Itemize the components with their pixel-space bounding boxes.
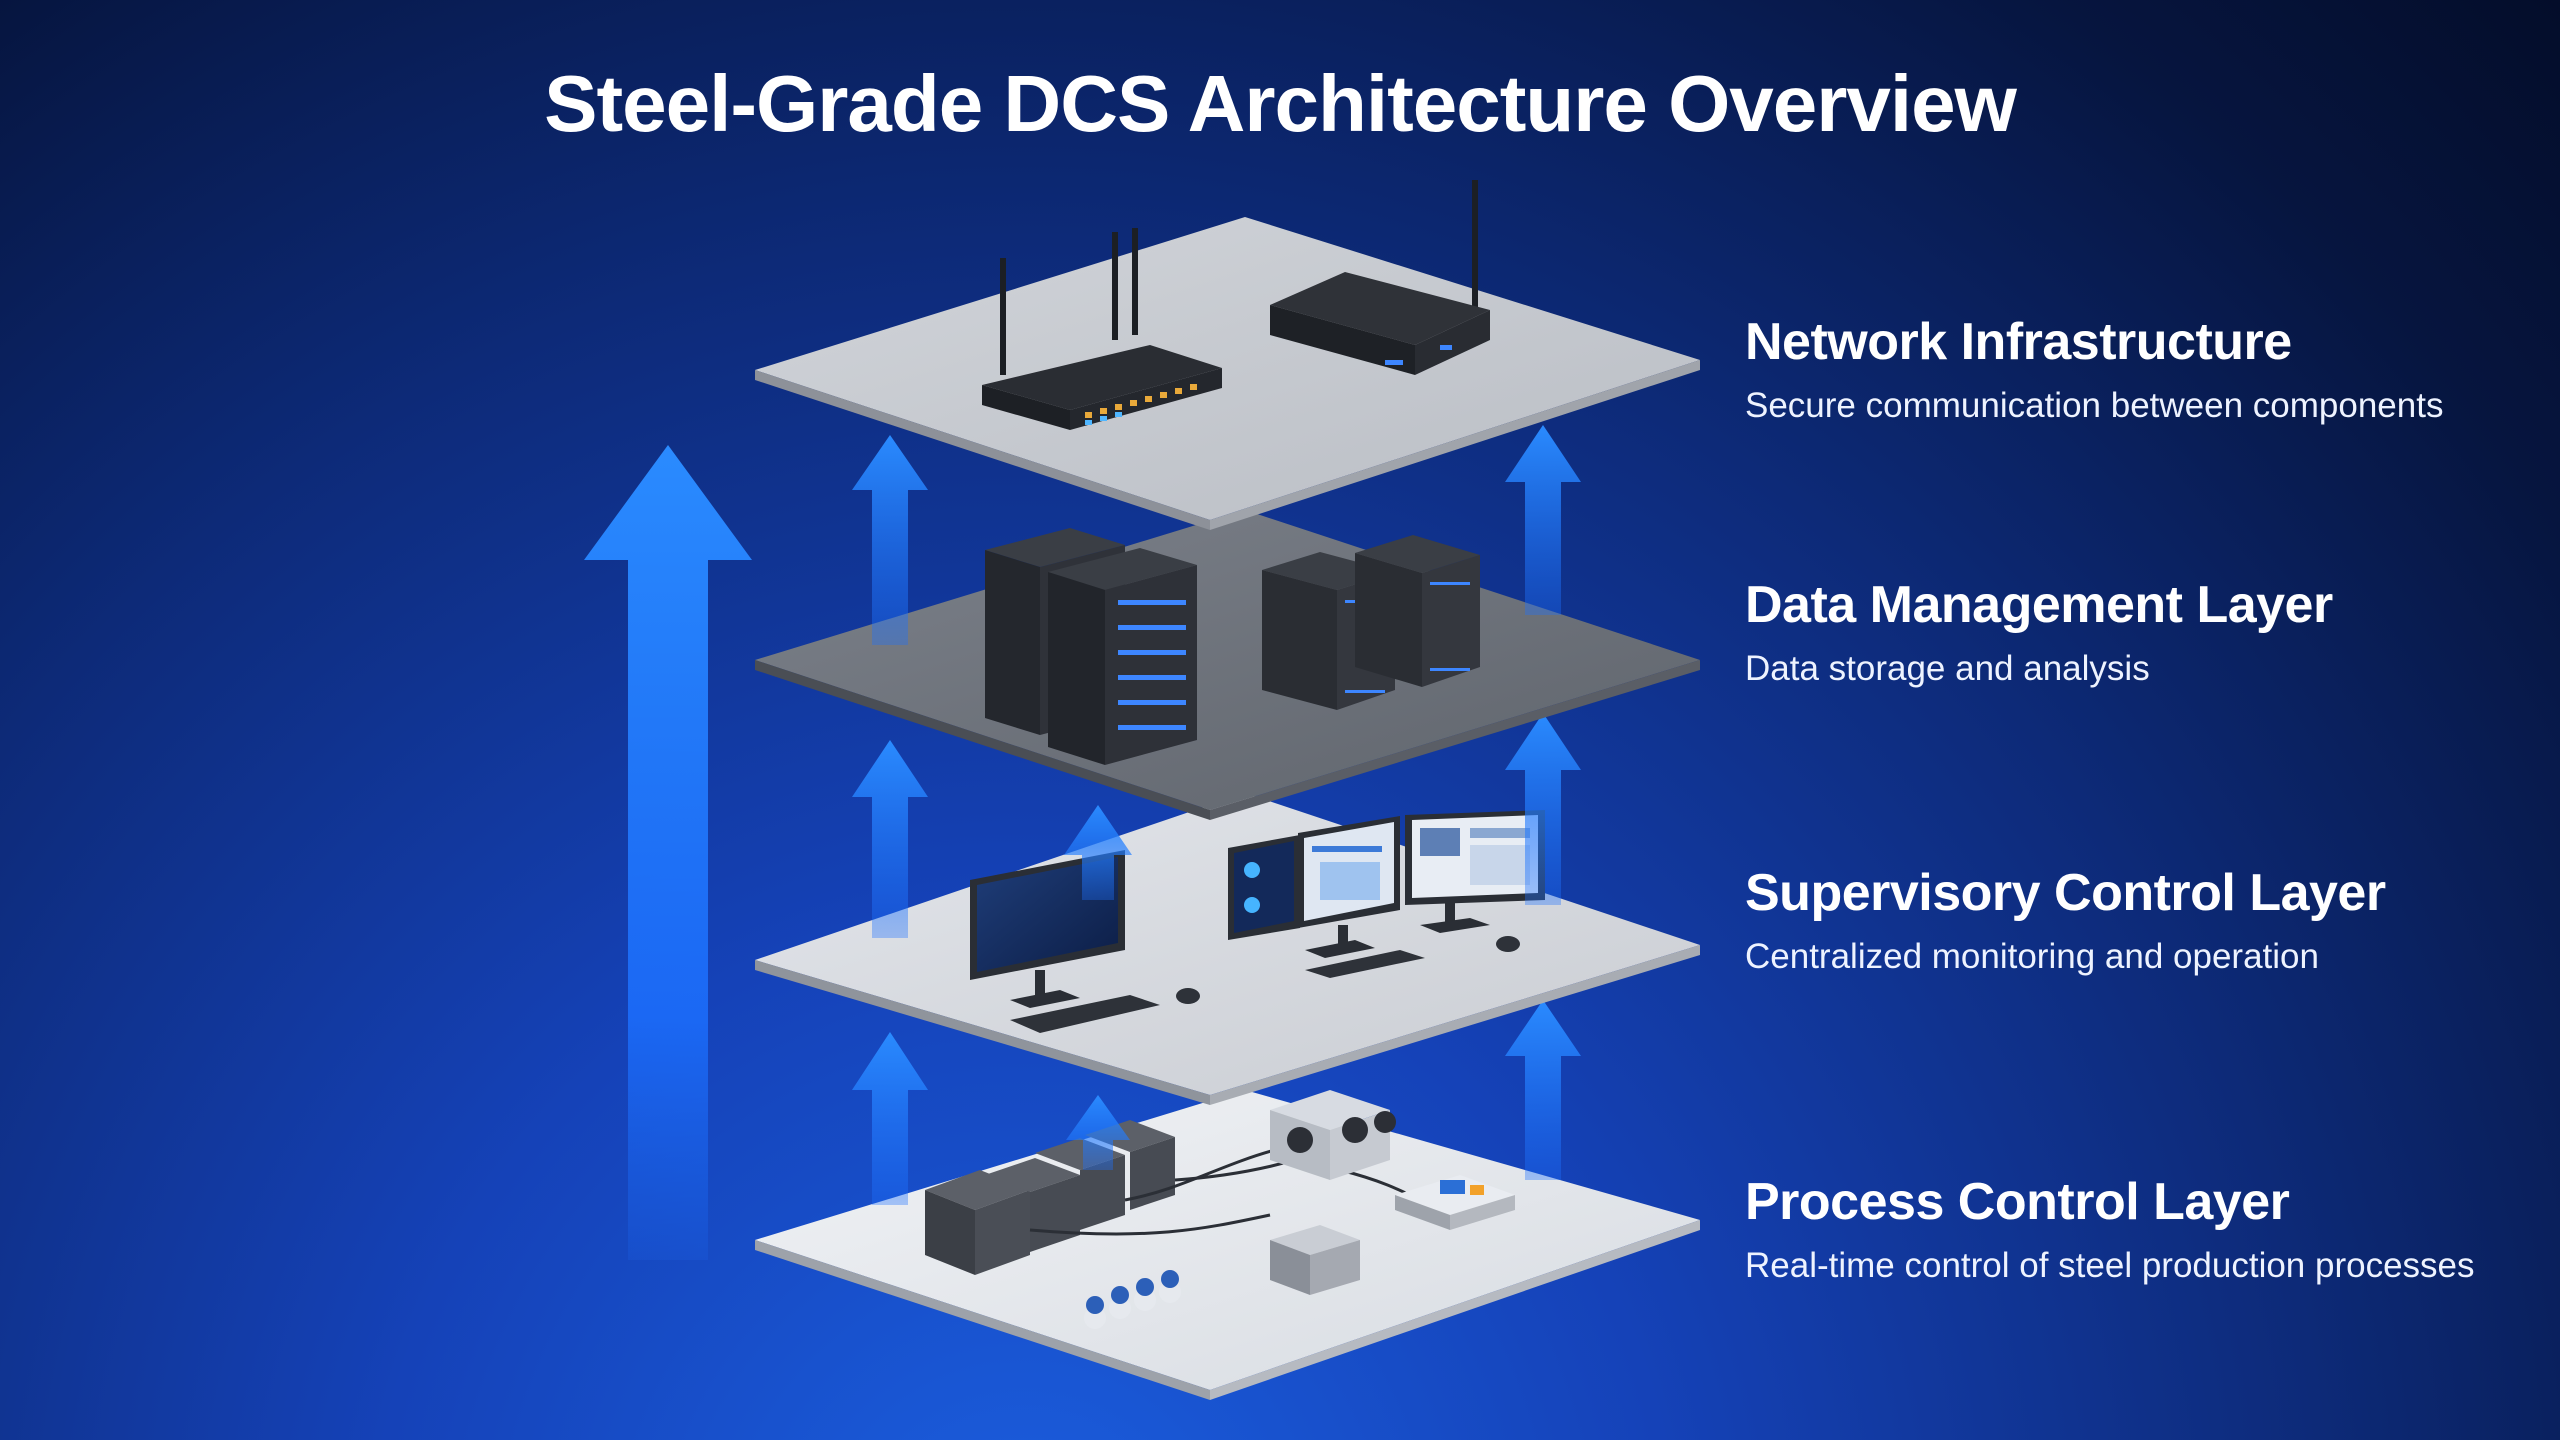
sensor-icon [1084, 1270, 1181, 1329]
layer-description: Secure communication between components [1745, 386, 2444, 425]
layer-name: Data Management Layer [1745, 576, 2333, 634]
layer-label-process-control: Process Control Layer Real-time control … [1745, 1172, 2475, 1286]
server-rack-icon [1048, 548, 1197, 765]
control-board-icon [1395, 1175, 1515, 1230]
layer-label-data-management: Data Management Layer Data storage and a… [1745, 575, 2333, 689]
layer-description: Data storage and analysis [1745, 649, 2150, 688]
upward-arrow [1505, 1000, 1581, 1180]
upward-arrow [852, 1032, 928, 1205]
mouse-icon [1176, 936, 1520, 1004]
upward-arrow [852, 435, 928, 645]
layer-name: Network Infrastructure [1745, 313, 2292, 371]
layer-label-network: Network Infrastructure Secure communicat… [1745, 312, 2443, 426]
diagram-title: Steel-Grade DCS Architecture Overview [544, 59, 2017, 148]
layer-label-supervisory: Supervisory Control Layer Centralized mo… [1745, 863, 2386, 977]
process-control-platform [755, 1090, 1700, 1400]
dashboard-monitor-icon [1228, 816, 1400, 958]
upward-arrow [1066, 1095, 1130, 1170]
io-module-icon [1270, 1090, 1396, 1295]
tower-server-icon [1355, 535, 1480, 687]
large-upward-arrow [584, 445, 752, 1260]
layer-name: Process Control Layer [1745, 1173, 2290, 1231]
dashboard-monitor-icon [1405, 810, 1545, 933]
layer-name: Supervisory Control Layer [1745, 864, 2386, 922]
upward-arrow [1505, 425, 1581, 615]
upward-arrow [852, 740, 928, 938]
layer-description: Real-time control of steel production pr… [1745, 1246, 2475, 1285]
layer-description: Centralized monitoring and operation [1745, 937, 2319, 976]
upward-arrow [1064, 805, 1132, 900]
network-infrastructure-platform [755, 217, 1700, 530]
upward-arrow [1505, 713, 1581, 905]
network-switch-icon [1270, 180, 1490, 375]
router-icon [982, 228, 1222, 430]
keyboard-icon [1010, 950, 1425, 1033]
